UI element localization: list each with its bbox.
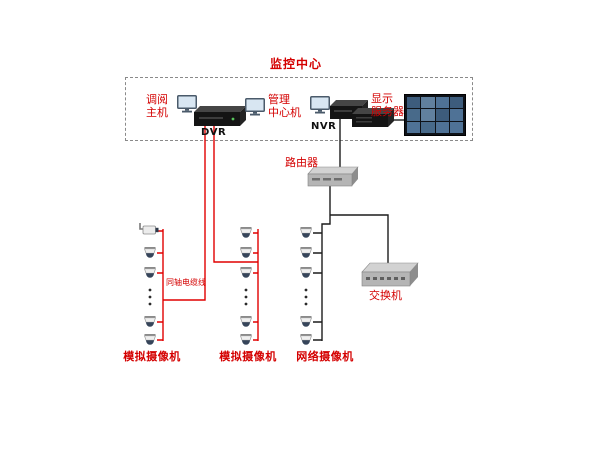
videowall-cell — [407, 97, 421, 109]
nvr-label: NVR — [311, 121, 337, 132]
analog-camera-group-label: 模拟摄像机 — [219, 350, 277, 363]
dvr-device — [194, 106, 246, 126]
dome-camera-icon — [300, 247, 312, 259]
switch-device — [361, 262, 419, 287]
videowall-cell — [435, 121, 449, 133]
dome-camera-icon — [240, 267, 252, 279]
dome-camera-icon — [240, 247, 252, 259]
videowall-cell — [421, 121, 435, 133]
ptz-camera-icon — [139, 222, 159, 235]
monitoring-center-boundary — [125, 77, 473, 141]
retrieval-host-monitor-icon — [177, 95, 197, 113]
dome-camera-icon — [144, 267, 156, 279]
switch-label: 交换机 — [369, 289, 402, 302]
dome-camera-icon — [300, 267, 312, 279]
videowall-cell — [421, 109, 435, 121]
dome-camera-icon — [144, 334, 156, 346]
router-device — [307, 166, 359, 187]
analog-cable-lines — [157, 126, 259, 341]
videowall-cell — [449, 97, 463, 109]
dvr-label: DVR — [201, 127, 227, 138]
router-label: 路由器 — [285, 156, 318, 169]
management-center-monitor-icon — [245, 98, 265, 116]
dome-camera-icon — [300, 227, 312, 239]
network-cable-lines — [313, 119, 404, 341]
management-center-label: 管理 中心机 — [268, 93, 301, 119]
videowall-cell — [435, 97, 449, 109]
dome-camera-icon — [300, 334, 312, 346]
network-camera-group-label: 网络摄像机 — [296, 350, 354, 363]
dome-camera-icon — [144, 316, 156, 328]
coaxial-cable-label: 同轴电缆线 — [166, 278, 206, 287]
video-wall — [404, 94, 466, 136]
videowall-cell — [407, 121, 421, 133]
nvr-monitor-icon — [310, 96, 330, 114]
dome-camera-icon — [240, 227, 252, 239]
retrieval-host-label: 调阅 主机 — [146, 93, 168, 119]
more-cameras-dots — [148, 288, 308, 306]
diagram-title: 监控中心 — [269, 57, 322, 71]
videowall-cell — [407, 109, 421, 121]
dome-camera-icon — [300, 316, 312, 328]
videowall-cell — [435, 109, 449, 121]
videowall-cell — [449, 121, 463, 133]
videowall-cell — [421, 97, 435, 109]
display-server-label: 显示 服务器 — [371, 92, 404, 118]
dome-camera-icon — [144, 247, 156, 259]
dome-camera-icon — [240, 316, 252, 328]
display-server-device — [352, 108, 394, 127]
dome-camera-icon — [240, 334, 252, 346]
videowall-cell — [449, 109, 463, 121]
analog-camera-group-label: 模拟摄像机 — [123, 350, 181, 363]
